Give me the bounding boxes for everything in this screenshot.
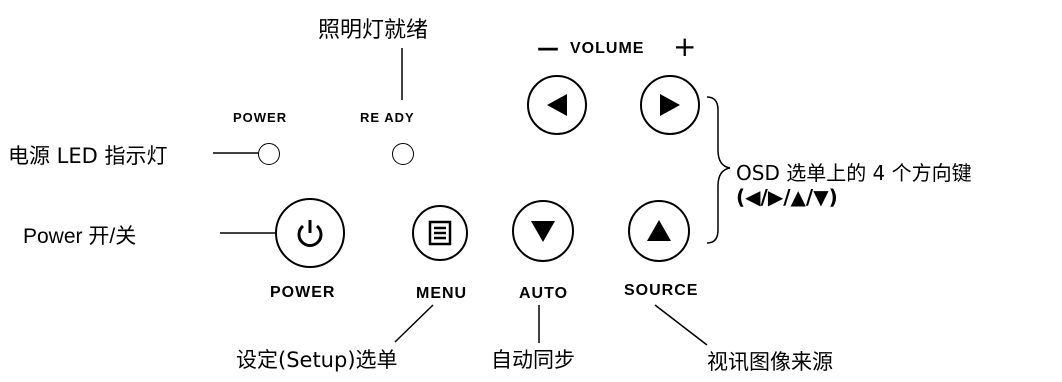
menu-button-label: MENU	[416, 285, 468, 302]
video-source-description: 视讯图像来源	[707, 350, 833, 374]
volume-down-left-button[interactable]	[527, 75, 587, 135]
menu-callout-line	[394, 304, 434, 343]
auto-down-button[interactable]	[512, 200, 574, 262]
power-switch-description: Power 开/关	[23, 225, 137, 248]
ready-led-label: RE ADY	[360, 110, 415, 125]
triangle-right-icon	[660, 94, 680, 116]
power-led-description: 电源 LED 指示灯	[8, 144, 168, 168]
setup-menu-description: 设定(Setup)选单	[236, 348, 398, 372]
source-button-label: SOURCE	[624, 282, 699, 299]
ready-led	[392, 143, 414, 165]
auto-sync-description: 自动同步	[491, 348, 575, 372]
illumination-ready-label: 照明灯就绪	[318, 18, 429, 43]
power-button[interactable]	[275, 198, 345, 268]
volume-up-right-button[interactable]	[640, 75, 700, 135]
power-led-label: POWER	[233, 110, 288, 125]
volume-plus-sign: +	[673, 30, 697, 63]
triangle-down-icon	[531, 221, 555, 242]
volume-minus-sign: —	[537, 36, 559, 61]
menu-icon	[428, 220, 452, 246]
power-icon	[297, 220, 323, 247]
source-callout-line	[654, 304, 708, 346]
osd-keys-bracket	[706, 96, 731, 244]
menu-button[interactable]	[412, 205, 468, 261]
source-up-button[interactable]	[628, 200, 690, 262]
power-led	[258, 143, 280, 165]
osd-keys-symbols: (◀/▶/▲/▼)	[736, 185, 838, 209]
volume-label: VOLUME	[570, 40, 645, 57]
power-button-label: POWER	[270, 284, 336, 301]
triangle-up-icon	[647, 220, 671, 241]
triangle-left-icon	[547, 94, 567, 116]
auto-button-label: AUTO	[519, 285, 569, 302]
osd-keys-description: OSD 选单上的 4 个方向键	[736, 161, 972, 185]
